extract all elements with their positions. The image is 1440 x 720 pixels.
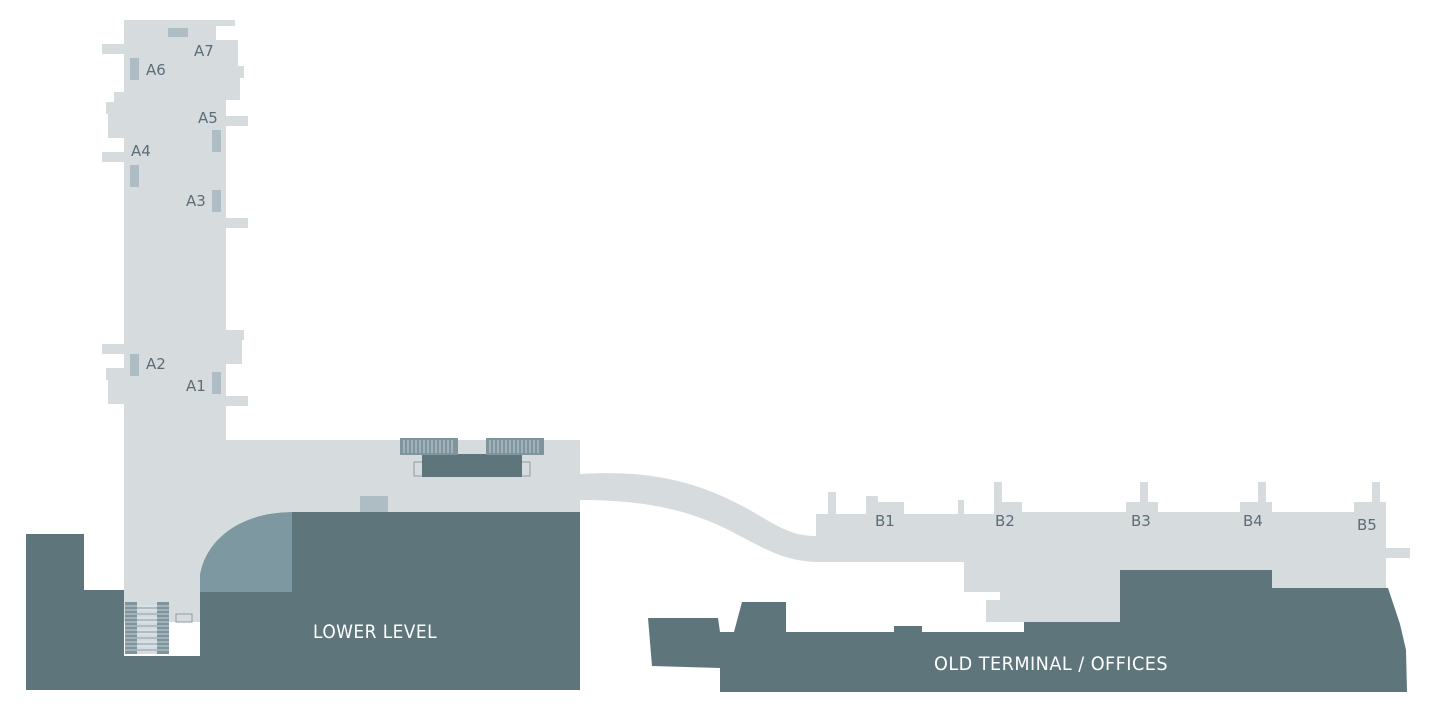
- jetway-markers: [130, 28, 388, 512]
- lower-level-area[interactable]: [26, 512, 580, 690]
- old-terminal-block: [648, 570, 1407, 692]
- gate-a7[interactable]: A7: [194, 42, 214, 60]
- lower-escalator[interactable]: [125, 602, 193, 654]
- walkway-floor: [580, 473, 820, 562]
- concourse-a-gate-labels: A7 A6 A5 A4 A3 A2 A1: [131, 42, 218, 395]
- central-escalator[interactable]: [400, 438, 544, 477]
- jetway-a5: [212, 130, 221, 152]
- gate-b4[interactable]: B4: [1243, 512, 1263, 530]
- concourse-b[interactable]: [816, 482, 1410, 622]
- jetway-a3: [212, 190, 221, 212]
- gate-b2[interactable]: B2: [995, 512, 1015, 530]
- jetway-a4: [130, 165, 139, 187]
- gate-b3[interactable]: B3: [1131, 512, 1151, 530]
- gate-a5[interactable]: A5: [198, 109, 218, 127]
- escalator-core: [422, 454, 522, 477]
- gate-a1[interactable]: A1: [186, 377, 206, 395]
- gate-a3[interactable]: A3: [186, 192, 206, 210]
- concourse-b-gate-labels: B1 B2 B3 B4 B5: [875, 512, 1377, 534]
- lower-level-label: LOWER LEVEL: [313, 621, 437, 643]
- gate-a6[interactable]: A6: [146, 61, 166, 79]
- old-terminal-label: OLD TERMINAL / OFFICES: [934, 653, 1168, 675]
- connector-walkway[interactable]: [580, 473, 820, 562]
- jetway-a2: [130, 354, 139, 376]
- lower-level-ramp: [200, 512, 292, 592]
- concourse-b-floor: [816, 482, 1410, 622]
- gate-b1[interactable]: B1: [875, 512, 895, 530]
- jetway-a6: [130, 58, 139, 80]
- gate-b5[interactable]: B5: [1357, 516, 1377, 534]
- escalator-icon: [400, 438, 544, 455]
- jetway-a1: [212, 372, 221, 394]
- gate-a2[interactable]: A2: [146, 355, 166, 373]
- lower-level-block: [26, 512, 580, 690]
- old-terminal-area[interactable]: [648, 570, 1407, 692]
- jetway-a7: [168, 28, 188, 37]
- gate-a4[interactable]: A4: [131, 142, 151, 160]
- security-kiosk: [360, 496, 388, 512]
